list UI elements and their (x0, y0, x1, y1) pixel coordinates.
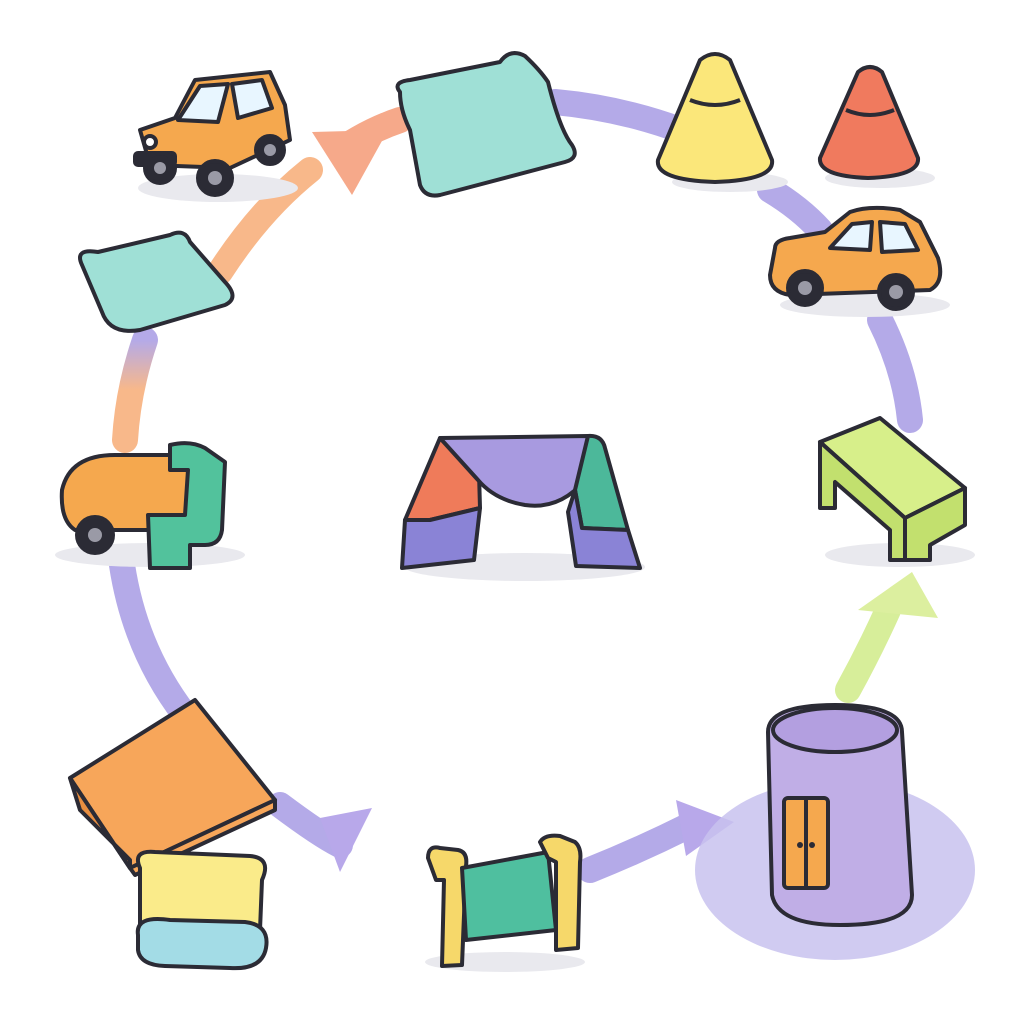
ring-segment-right (867, 307, 923, 433)
arrow-head-right (858, 572, 938, 618)
traffic-cone-icon (655, 52, 788, 192)
arrow-head-bottom-right (676, 800, 734, 856)
play-arch-icon (400, 433, 645, 581)
ring-segment-left-upper (207, 157, 323, 285)
arrow-head-bottom-left (320, 808, 372, 872)
foam-roller-icon (425, 833, 585, 972)
foam-block-icon (68, 698, 277, 877)
ring-segment-left-lower (109, 552, 198, 728)
ring-segment-right-upper (757, 177, 833, 243)
traffic-cone-icon (818, 65, 935, 188)
ring-segment-bottom-right (577, 812, 703, 883)
pillow-icon (78, 230, 235, 333)
play-bench-icon (818, 416, 975, 567)
arrow-head-topleft (312, 130, 388, 195)
ring-segment-top (542, 89, 693, 143)
ring-segment-right-lower (835, 597, 901, 703)
play-tunnel-icon (695, 703, 975, 960)
toy-car-icon (133, 70, 298, 202)
pillow-icon (395, 51, 577, 198)
ride-on-car-icon (55, 441, 245, 570)
cycle-ring (109, 89, 923, 883)
toy-car-icon (768, 205, 950, 317)
ring-segment-left (112, 327, 158, 453)
pillow-icon (135, 849, 269, 971)
